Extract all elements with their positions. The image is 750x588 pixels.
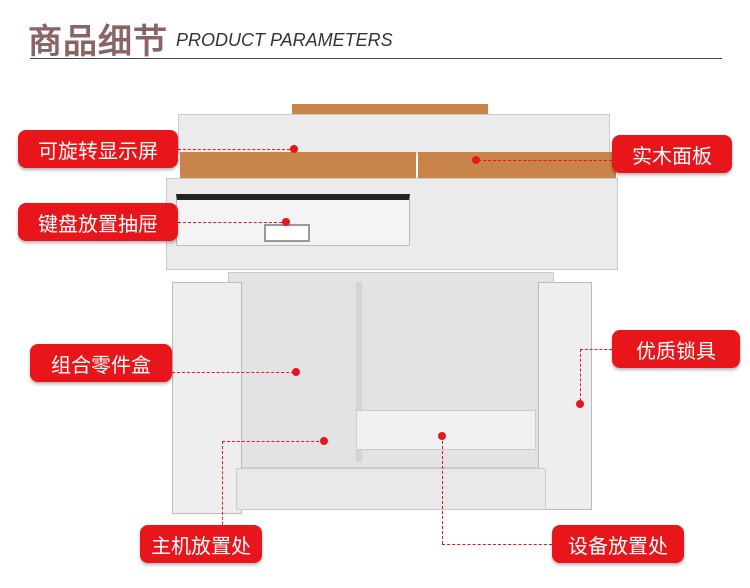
label-wood-panel: 实木面板: [612, 135, 732, 173]
divider: [30, 58, 722, 59]
label-lock: 优质锁具: [612, 330, 740, 368]
section-subtitle: PRODUCT PARAMETERS: [176, 30, 393, 50]
drawer-handle: [264, 224, 310, 242]
left-door: [172, 282, 242, 514]
wood-panel-left: [180, 152, 416, 178]
label-keyboard-drawer: 键盘放置抽屉: [18, 203, 178, 241]
section-title: 商品细节: [28, 22, 168, 62]
top-wood-rail: [292, 104, 488, 116]
label-parts-box: 组合零件盒: [30, 344, 172, 382]
screen-recess: [178, 114, 610, 154]
label-host-area: 主机放置处: [140, 525, 262, 563]
right-door: [538, 282, 592, 510]
cabinet-divider: [356, 282, 362, 462]
base: [236, 468, 546, 510]
device-shelf: [356, 410, 536, 450]
wood-panel-right: [418, 152, 616, 178]
label-device-area: 设备放置处: [552, 525, 684, 563]
label-rotating-screen: 可旋转显示屏: [18, 130, 178, 168]
